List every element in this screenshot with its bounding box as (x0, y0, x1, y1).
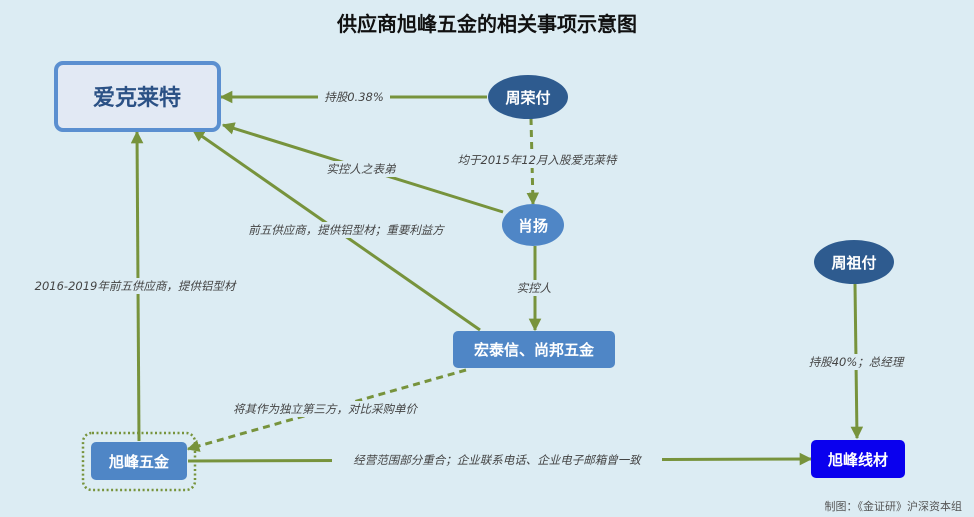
node-aikelaite-label: 爱克莱特 (93, 85, 181, 111)
node-zhourongfu[interactable]: 周荣付 (488, 75, 568, 119)
node-xiaoyang[interactable]: 肖扬 (502, 204, 564, 246)
node-xufengxiancai[interactable]: 旭峰线材 (811, 440, 905, 478)
label-htx-to-xfwj: 将其作为独立第三方，对比采购单价 (233, 402, 418, 416)
label-xfwj-to-xfxc: 经营范围部分重合；企业联系电话、企业电子邮箱曾一致 (353, 453, 642, 467)
label-zrf-to-xy: 均于2015年12月入股爱克莱特 (458, 153, 618, 167)
node-zhouzufu[interactable]: 周祖付 (814, 240, 894, 284)
node-xufengxiancai-label: 旭峰线材 (827, 451, 888, 469)
edge-zrf-to-xy (526, 117, 540, 206)
label-zrf-to-akl: 持股0.38% (324, 90, 384, 104)
node-hongtaixin[interactable]: 宏泰信、尚邦五金 (453, 331, 615, 368)
node-zhouzufu-label: 周祖付 (831, 254, 876, 272)
node-xufengwujin[interactable]: 旭峰五金 (81, 431, 197, 492)
label-xy-to-akl: 实控人之表弟 (327, 162, 397, 176)
node-hongtaixin-label: 宏泰信、尚邦五金 (474, 341, 595, 359)
node-xiaoyang-label: 肖扬 (518, 217, 548, 235)
node-aikelaite[interactable]: 爱克莱特 (54, 61, 221, 132)
node-zhourongfu-label: 周荣付 (505, 89, 550, 107)
label-xfwj-to-akl: 2016-2019年前五供应商，提供铝型材 (35, 279, 237, 293)
label-xy-to-htx: 实控人 (517, 281, 552, 295)
label-zzf-to-xfxc: 持股40%；总经理 (809, 355, 905, 369)
label-htx-to-akl: 前五供应商，提供铝型材；重要利益方 (248, 223, 445, 237)
node-xufengwujin-label: 旭峰五金 (108, 453, 170, 471)
diagram-footer-credit: 制图：《金证研》沪深资本组 (824, 500, 963, 513)
diagram-title: 供应商旭峰五金的相关事项示意图 (337, 12, 637, 36)
edge-labels: 持股0.38% 均于2015年12月入股爱克莱特 实控人之表弟 前五供应商，提供… (22, 89, 912, 468)
